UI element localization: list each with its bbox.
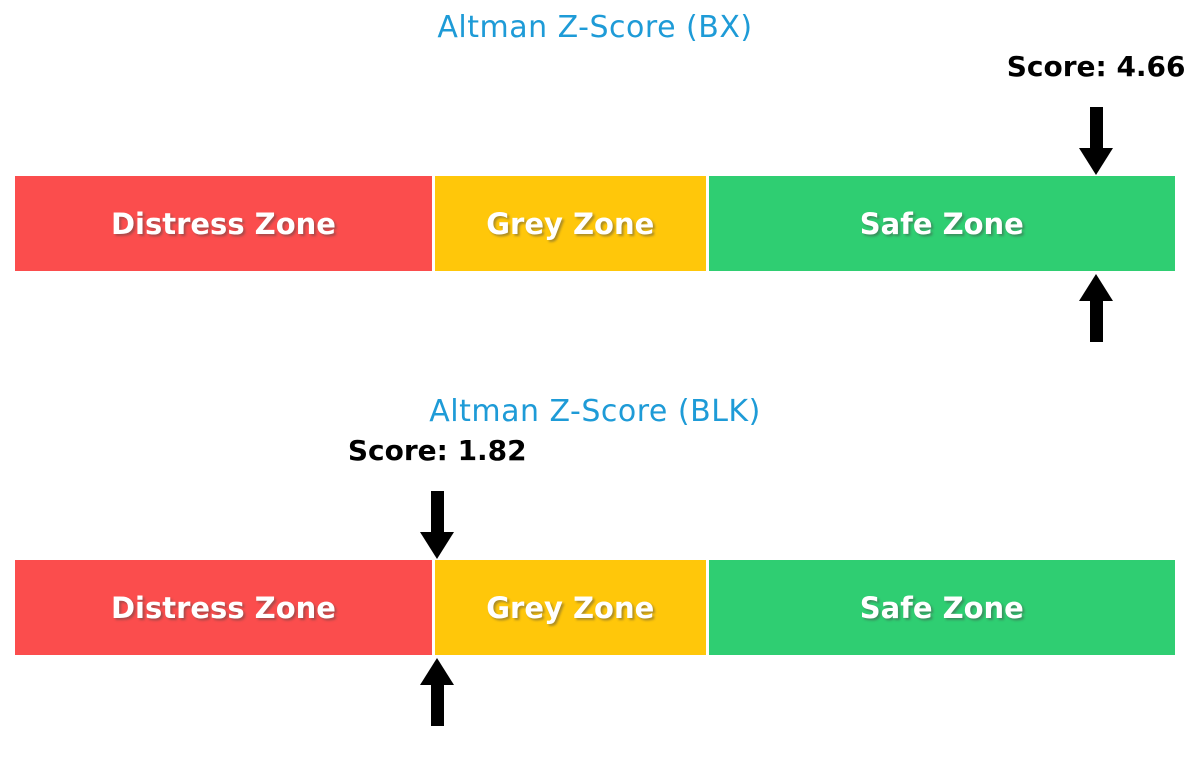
arrow-down-icon	[1079, 107, 1114, 175]
zone-grey: Grey Zone	[434, 176, 709, 271]
arrow-head	[420, 532, 455, 559]
score-annotation: Score: 1.82	[347, 434, 527, 467]
chart-title: Altman Z-Score (BLK)	[429, 394, 761, 429]
chart-blk: Altman Z-Score (BLK) Score: 1.82 Distres…	[0, 384, 1200, 769]
arrow-shaft	[430, 491, 444, 532]
arrow-head	[1079, 148, 1114, 175]
plot-area-blk: Altman Z-Score (BLK) Score: 1.82 Distres…	[15, 384, 1175, 769]
zone-bar: Distress Zone Grey Zone Safe Zone	[15, 176, 1175, 271]
zone-bar: Distress Zone Grey Zone Safe Zone	[15, 560, 1175, 655]
zone-label: Safe Zone	[859, 206, 1024, 241]
zone-label: Grey Zone	[486, 206, 655, 241]
zone-safe: Safe Zone	[708, 176, 1175, 271]
zone-label: Distress Zone	[110, 206, 336, 241]
arrow-shaft	[430, 685, 444, 726]
arrow-up-icon	[1079, 274, 1114, 342]
zone-distress: Distress Zone	[15, 560, 435, 655]
zone-safe: Safe Zone	[708, 560, 1175, 655]
zone-label: Grey Zone	[486, 590, 655, 625]
zone-grey: Grey Zone	[434, 560, 709, 655]
zone-label: Distress Zone	[110, 590, 336, 625]
arrow-down-icon	[420, 491, 455, 559]
arrow-shaft	[1089, 301, 1103, 342]
score-annotation: Score: 4.66	[1006, 50, 1186, 83]
chart-title: Altman Z-Score (BX)	[437, 10, 753, 45]
zone-label: Safe Zone	[859, 590, 1024, 625]
arrow-shaft	[1089, 107, 1103, 148]
plot-area-bx: Altman Z-Score (BX) Score: 4.66 Distress…	[15, 0, 1186, 385]
zone-distress: Distress Zone	[15, 176, 435, 271]
arrow-head	[1079, 274, 1114, 301]
chart-bx: Altman Z-Score (BX) Score: 4.66 Distress…	[15, 0, 1186, 385]
arrow-head	[420, 658, 455, 685]
arrow-up-icon	[420, 658, 455, 726]
